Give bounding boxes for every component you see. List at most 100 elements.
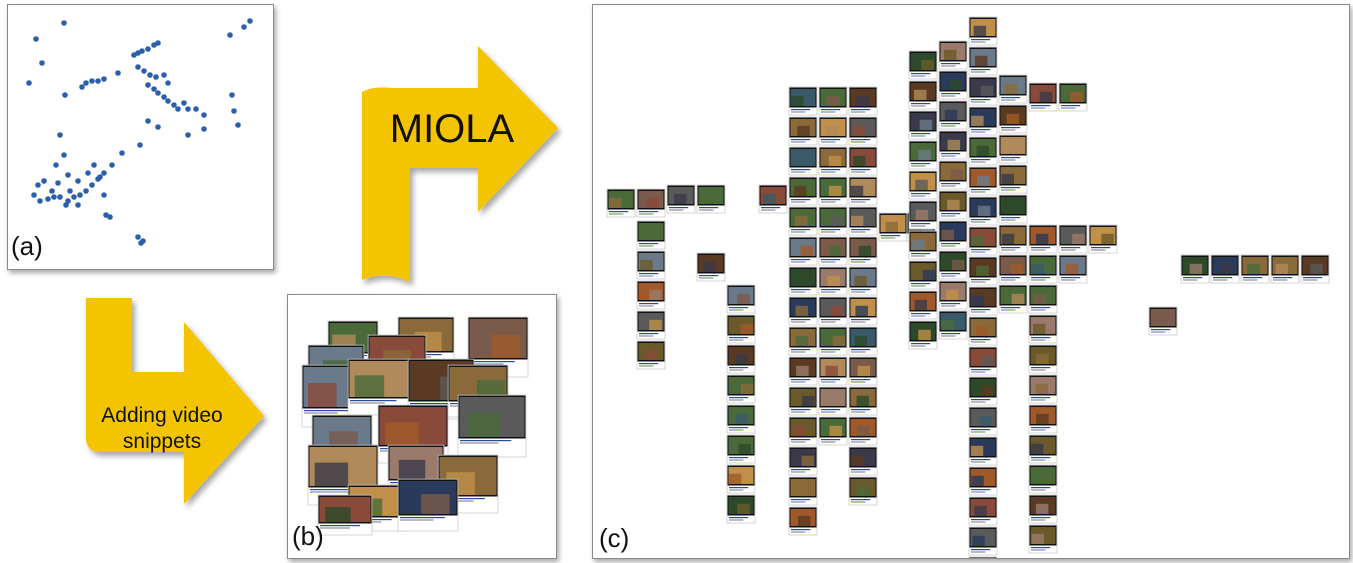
scatter-point — [71, 194, 77, 200]
snippet-thumbnail — [848, 296, 878, 326]
snippet-thumbnail — [908, 320, 938, 350]
scatter-point — [235, 122, 241, 128]
snippet-thumbnail — [636, 250, 666, 280]
snippet-thumbnail — [1028, 314, 1058, 344]
scatter-point — [31, 192, 37, 198]
snippet-thumbnail — [726, 374, 756, 404]
snippet-thumbnail — [968, 196, 998, 226]
snippet-thumbnail — [788, 236, 818, 266]
snippet-thumbnail — [998, 284, 1028, 314]
snippet-card — [397, 478, 459, 532]
snippet-thumbnail — [908, 200, 938, 230]
scatter-point — [145, 46, 151, 52]
scatter-point — [107, 214, 113, 220]
scatter-point — [241, 24, 247, 30]
scatter-point — [45, 196, 51, 202]
panel-c-label: (c) — [599, 523, 630, 553]
snippets-label-line1: Adding video — [101, 404, 222, 427]
scatter-point — [65, 172, 71, 178]
snippet-thumbnail — [788, 176, 818, 206]
snippet-thumbnail — [1240, 254, 1270, 284]
snippet-thumbnail — [968, 406, 998, 436]
snippet-thumbnail — [1028, 82, 1058, 112]
snippet-thumbnail — [1058, 254, 1088, 284]
scatter-point — [147, 72, 153, 78]
snippet-thumbnail — [848, 146, 878, 176]
snippet-thumbnail — [968, 466, 998, 496]
scatter-point — [141, 68, 147, 74]
scatter-point — [85, 170, 91, 176]
snippet-thumbnail — [998, 164, 1028, 194]
scatter-point — [229, 92, 235, 98]
scatter-point — [39, 60, 45, 66]
snippet-thumbnail — [818, 326, 848, 356]
snippet-thumbnail — [696, 184, 726, 214]
snippet-thumbnail — [788, 266, 818, 296]
scatter-plot — [26, 18, 253, 246]
scatter-point — [51, 194, 57, 200]
snippet-thumbnail — [848, 386, 878, 416]
scatter-point — [165, 98, 171, 104]
snippet-thumbnail — [968, 496, 998, 526]
scatter-point — [231, 108, 237, 114]
snippet-thumbnail — [636, 280, 666, 310]
snippet-thumbnail — [938, 70, 968, 100]
snippet-thumbnail — [1028, 494, 1058, 524]
scatter-point — [53, 162, 59, 168]
snippet-thumbnail — [968, 286, 998, 316]
scatter-point — [145, 82, 151, 88]
snippet-thumbnail — [818, 356, 848, 386]
scatter-point — [155, 90, 161, 96]
scatter-point — [161, 94, 167, 100]
snippet-thumbnail — [968, 46, 998, 76]
panel-a-scatter: (a) — [7, 4, 274, 270]
snippet-thumbnail — [938, 250, 968, 280]
snippet-thumbnail — [998, 254, 1028, 284]
snippet-thumbnail — [968, 166, 998, 196]
scatter-point — [77, 192, 83, 198]
snippet-layout — [606, 16, 1330, 558]
snippet-thumbnail — [938, 160, 968, 190]
snippet-thumbnail — [998, 224, 1028, 254]
snippet-thumbnail — [818, 296, 848, 326]
scatter-point — [115, 70, 121, 76]
snippet-thumbnail — [788, 386, 818, 416]
snippet-thumbnail — [908, 80, 938, 110]
scatter-point — [57, 194, 63, 200]
miola-arrow — [362, 46, 558, 282]
snippet-thumbnail — [1028, 344, 1058, 374]
snippet-thumbnail — [726, 464, 756, 494]
snippet-thumbnail — [938, 100, 968, 130]
snippet-thumbnail — [788, 506, 818, 536]
scatter-point — [101, 76, 107, 82]
snippet-thumbnail — [636, 188, 666, 218]
scatter-point — [83, 188, 89, 194]
snippet-thumbnail — [908, 140, 938, 170]
scatter-point — [49, 188, 55, 194]
snippets-arrow — [86, 298, 264, 504]
snippet-thumbnail — [818, 386, 848, 416]
scatter-point — [101, 170, 107, 176]
scatter-point — [37, 198, 43, 204]
snippet-thumbnail — [788, 146, 818, 176]
scatter-point — [171, 102, 177, 108]
snippet-thumbnail — [908, 170, 938, 200]
snippet-thumbnail — [848, 176, 878, 206]
scatter-point — [91, 162, 97, 168]
snippet-thumbnail — [848, 476, 878, 506]
scatter-point — [145, 118, 151, 124]
snippet-thumbnail — [878, 212, 908, 242]
scatter-point — [227, 32, 233, 38]
snippet-thumbnail — [1028, 524, 1058, 554]
snippet-thumbnail — [726, 344, 756, 374]
snippet-thumbnail — [938, 40, 968, 70]
panel-a-label: (a) — [11, 231, 43, 261]
snippet-thumbnail — [1028, 404, 1058, 434]
scatter-point — [175, 106, 181, 112]
snippet-thumbnail — [908, 260, 938, 290]
snippet-thumbnail — [726, 284, 756, 314]
snippet-thumbnail — [818, 266, 848, 296]
snippet-thumbnail — [758, 184, 788, 214]
scatter-point — [109, 162, 115, 168]
snippet-thumbnail — [606, 188, 636, 218]
